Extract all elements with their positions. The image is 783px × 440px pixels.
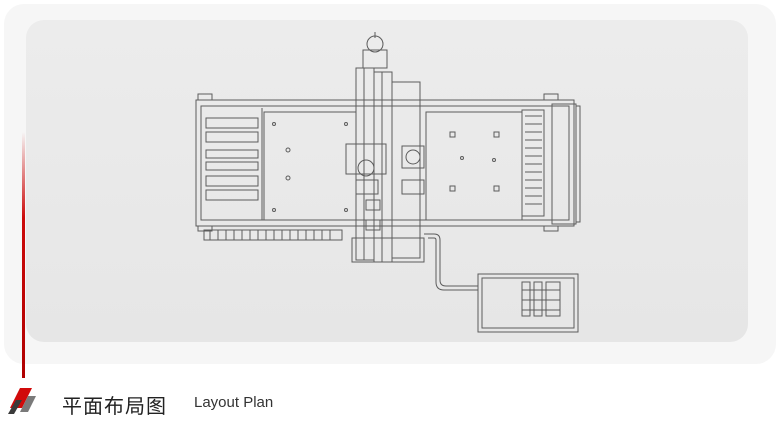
layout-drawing-panel	[26, 20, 748, 342]
accent-line	[22, 132, 25, 378]
section-title-en: Layout Plan	[194, 394, 274, 411]
machine-layout-drawing	[195, 32, 581, 333]
brand-logo-icon	[8, 388, 36, 414]
caption-bar: 平面布局图 Layout Plan	[0, 380, 783, 430]
section-title-zh: 平面布局图	[62, 394, 167, 418]
